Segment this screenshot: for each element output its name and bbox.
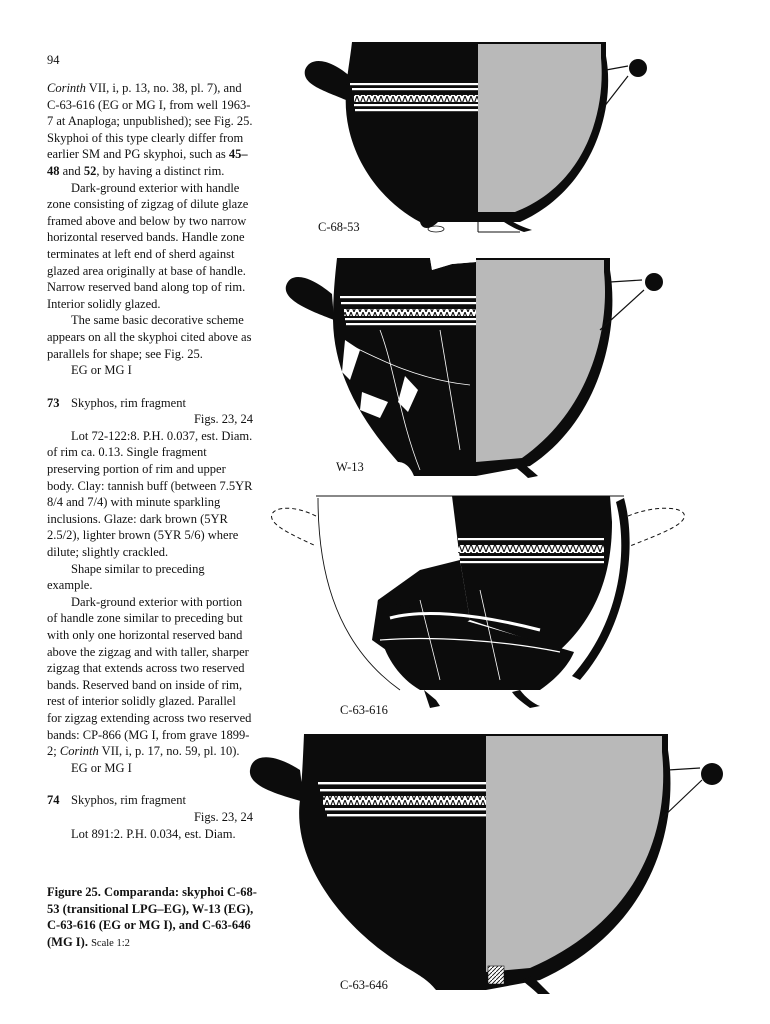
entry-title: Skyphos, rim fragment xyxy=(71,395,186,410)
text-run: VII, i, p. 17, no. 59, pl. 10). xyxy=(98,744,240,759)
entry-73-description: Lot 72-122:8. P.H. 0.037, est. Diam. of … xyxy=(47,428,253,560)
text-run: and xyxy=(59,163,84,178)
paragraph-scheme: The same basic decorative scheme appears… xyxy=(47,313,252,361)
pot-label-w-13: W-13 xyxy=(336,460,364,474)
skyphos-w-13 xyxy=(285,258,663,478)
entry-title: Skyphos, rim fragment xyxy=(71,793,186,808)
skyphos-c-68-53 xyxy=(304,42,647,233)
page-number: 94 xyxy=(47,53,60,67)
caption-text: Figure 25. Comparanda: skyphoi C-68-53 (… xyxy=(47,885,257,949)
catalogue-ref: 45–48 xyxy=(47,147,248,178)
entry-number: 74 xyxy=(47,793,60,808)
body-text-column: Corinth VII, i, p. 13, no. 38, pl. 7), a… xyxy=(47,80,253,842)
caption-scale: Scale 1:2 xyxy=(91,937,130,949)
entry-74-heading: 74 Skyphos, rim fragment xyxy=(47,792,253,809)
paragraph-parallels: Corinth VII, i, p. 13, no. 38, pl. 7), a… xyxy=(47,80,253,180)
figure-caption: Figure 25. Comparanda: skyphoi C-68-53 (… xyxy=(47,884,257,952)
italic-title: Corinth xyxy=(59,744,99,759)
entry-73-decoration: Dark-ground exterior with portion of han… xyxy=(47,594,253,760)
pot-label-c-63-616: C-63-616 xyxy=(340,703,388,717)
pot-label-c-63-646: C-63-646 xyxy=(340,978,388,992)
catalogue-ref: 52 xyxy=(83,163,97,178)
text-run: Dark-ground exterior with portion of han… xyxy=(47,594,252,759)
entry-73-figs: Figs. 23, 24 xyxy=(193,412,253,427)
text-run: VII, i, p. 13, no. 38, pl. 7), and C-63-… xyxy=(47,81,253,162)
date-line: EG or MG I xyxy=(71,760,132,775)
text-run: , by having a distinct rim. xyxy=(96,163,225,178)
skyphos-c-63-646 xyxy=(249,734,723,994)
paragraph-decoration: Dark-ground exterior with handle zone co… xyxy=(47,180,249,311)
skyphos-c-63-616 xyxy=(271,495,685,708)
pot-label-c-68-53: C-68-53 xyxy=(318,220,360,234)
entry-73-heading: 73 Skyphos, rim fragment xyxy=(47,395,253,412)
date-line: EG or MG I xyxy=(71,363,132,378)
italic-title: Corinth xyxy=(47,81,86,95)
entry-number: 73 xyxy=(47,395,60,410)
entry-74-description: Lot 891:2. P.H. 0.034, est. Diam. xyxy=(71,826,236,841)
entry-74-figs: Figs. 23, 24 xyxy=(193,809,253,824)
entry-73-shape: Shape similar to preceding example. xyxy=(47,561,205,593)
